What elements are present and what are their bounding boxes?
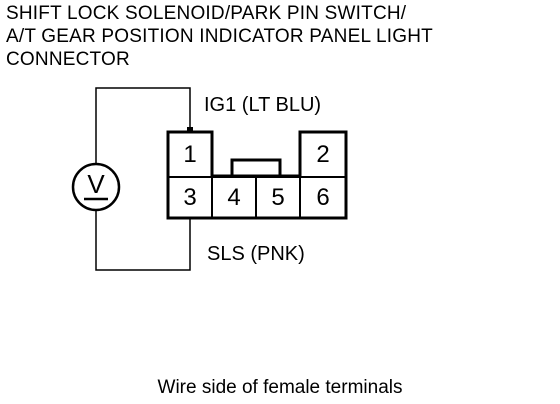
title-line-1: SHIFT LOCK SOLENOID/PARK PIN SWITCH/ <box>6 3 407 24</box>
terminal-6: 6 <box>316 184 330 211</box>
top-lead-wire <box>95 87 191 164</box>
terminal-4: 4 <box>227 184 241 211</box>
voltmeter-symbol: V <box>87 169 105 199</box>
diagram-title: SHIFT LOCK SOLENOID/PARK PIN SWITCH/ A/T… <box>6 2 433 71</box>
bottom-wire-label: SLS (PNK) <box>207 243 305 265</box>
top-wire-label: IG1 (LT BLU) <box>204 94 322 116</box>
terminal-1: 1 <box>183 141 197 168</box>
top-probe-tip <box>187 127 193 133</box>
diagram-caption: Wire side of female terminals <box>157 377 403 398</box>
terminal-5: 5 <box>271 184 285 211</box>
title-line-3: CONNECTOR <box>6 49 130 70</box>
terminal-3: 3 <box>183 184 197 211</box>
connector-lock-tab <box>230 158 282 176</box>
terminal-2: 2 <box>316 141 330 168</box>
title-line-2: A/T GEAR POSITION INDICATOR PANEL LIGHT <box>6 26 433 47</box>
bottom-lead-wire <box>95 210 191 271</box>
